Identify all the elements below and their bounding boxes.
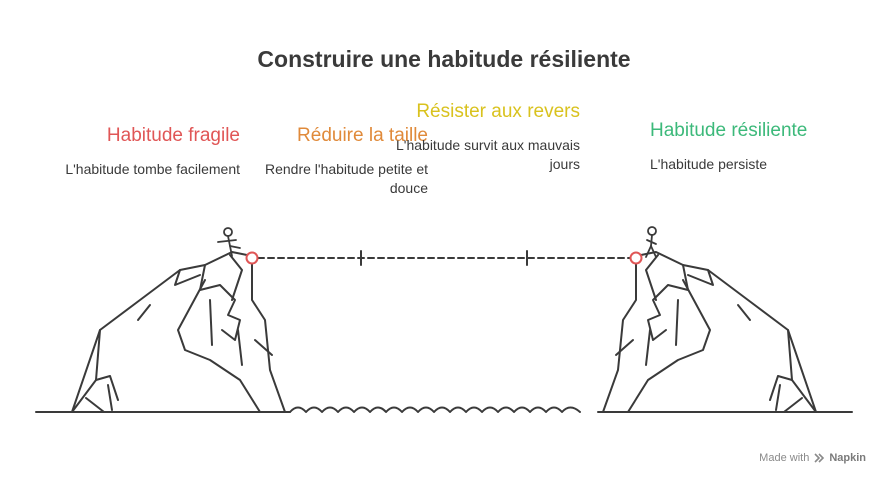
right-endpoint-marker: [629, 251, 643, 265]
left-endpoint-marker: [245, 251, 259, 265]
napkin-logo-icon: [814, 453, 825, 463]
standing-person-icon: [645, 226, 657, 258]
stage-title: Résister aux revers: [416, 101, 580, 122]
footer-credit: Made with Napkin: [759, 452, 866, 464]
stage-description: Rendre l'habitude petite et douce: [264, 161, 428, 196]
stage-reduire-la-taille: Réduire la taille Rendre l'habitude peti…: [238, 124, 428, 198]
footer-prefix: Made with: [759, 452, 810, 464]
water-waves-icon: [289, 406, 581, 413]
diagram-title: Construire une habitude résiliente: [257, 46, 631, 72]
left-cliff-icon: [71, 251, 286, 413]
stage-habitude-resiliente: Habitude résiliente L'habitude persiste: [650, 119, 810, 174]
footer-brand: Napkin: [829, 452, 866, 464]
stage-description: L'habitude survit aux mauvais jours: [396, 137, 580, 172]
stage-title: Habitude fragile: [106, 125, 240, 146]
stage-description: L'habitude tombe facilement: [65, 161, 240, 177]
right-cliff-icon: [602, 251, 817, 413]
stage-title: Réduire la taille: [297, 125, 428, 146]
stage-description: L'habitude persiste: [650, 156, 768, 172]
stage-resister-aux-revers: Résister aux revers L'habitude survit au…: [390, 100, 580, 174]
falling-person-icon: [217, 227, 241, 257]
stage-title: Habitude résiliente: [650, 120, 808, 141]
stage-habitude-fragile: Habitude fragile L'habitude tombe facile…: [50, 124, 240, 179]
